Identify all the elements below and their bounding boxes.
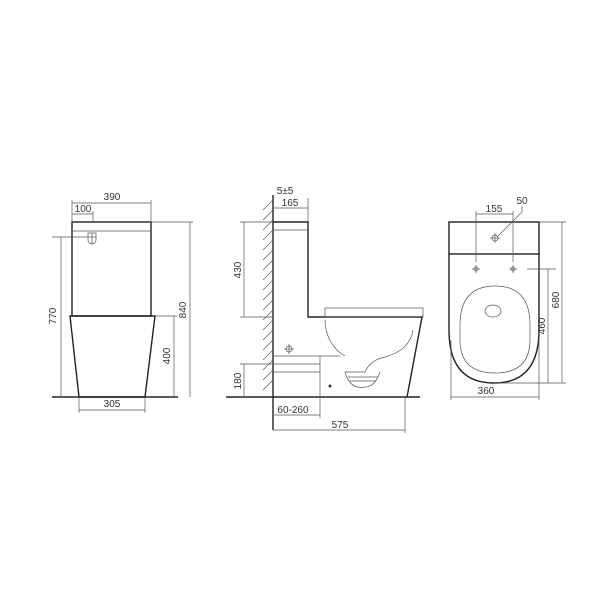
drawing-stroke [273,319,346,397]
crosshair-icon [490,233,500,243]
drawing-stroke [262,199,274,391]
dim-wall-gap: 5±5 [277,186,294,197]
dim-outlet-height: 180 [233,372,244,389]
dim-bowl-height: 400 [162,347,173,364]
side-view: 5±5 165 430 180 60-260 575 [226,186,424,433]
dim-total-height: 840 [178,301,189,318]
cistern-top [448,221,540,255]
dim-tank-depth: 165 [282,198,299,209]
bowl-side [406,316,423,398]
drawing-stroke [87,232,97,245]
bowl-top [448,254,540,384]
dim-button-diameter: 50 [516,196,528,207]
fixing-hole-icon [509,265,517,273]
dim-hole-spacing: 155 [486,204,503,215]
dim-outlet-offset: 60-260 [277,405,309,416]
seat-side [324,307,424,318]
dim-button-offset: 100 [75,204,92,215]
wall-hatching [262,195,274,430]
front-view: 390 100 770 840 400 305 [48,192,193,413]
dim-front-width: 390 [104,192,121,203]
crosshair-icon [284,344,294,354]
dim-button-height: 770 [48,307,59,324]
dim-base-width: 305 [104,399,121,410]
top-view: 155 50 680 460 360 [448,196,566,400]
fixing-hole-icon [472,265,480,273]
drawing-stroke [484,304,502,318]
bowl-front [69,315,156,398]
flush-button-icon [87,232,97,245]
drawing-stroke [344,329,414,388]
drawing-stroke [497,206,523,237]
dim-width: 360 [478,386,495,397]
cistern-side [273,221,423,318]
dim-seat-length: 460 [537,317,548,334]
dim-tank-height: 430 [233,261,244,278]
dim-total-length: 680 [551,291,562,308]
drawing-stroke [328,384,332,388]
cistern-front [71,221,152,317]
dim-total-depth: 575 [332,420,349,431]
seat-top [459,285,531,374]
